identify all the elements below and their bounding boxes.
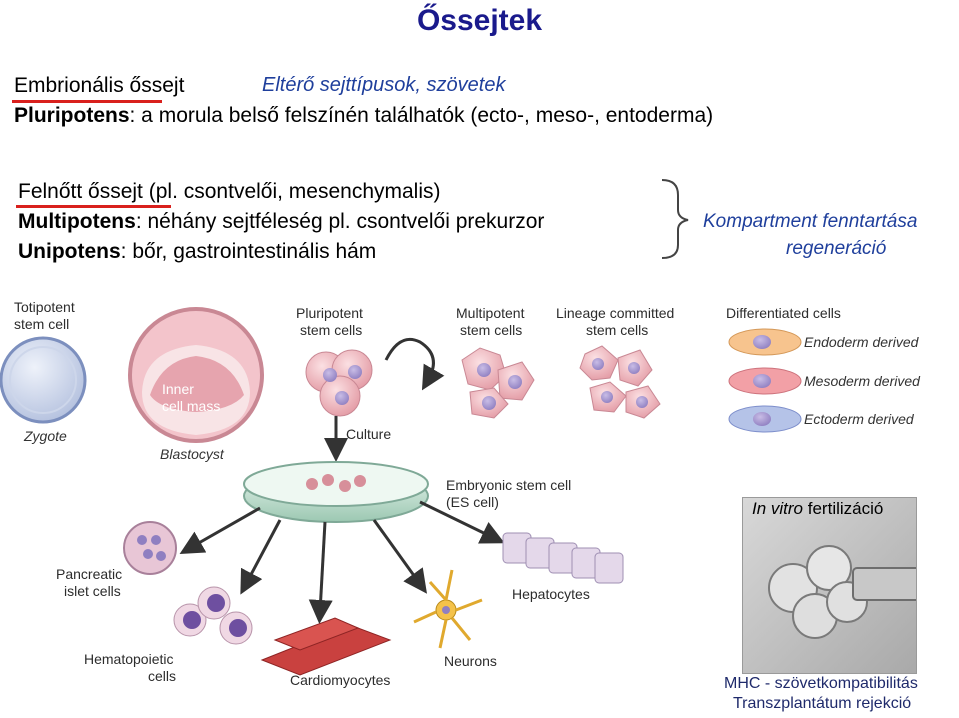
totipotent-label-2: stem cell <box>14 316 70 332</box>
brace-note-compartment: Kompartment fenntartása <box>703 211 918 232</box>
right-brace <box>661 179 689 259</box>
pluripotent-line: Pluripotens: a morula belső felszínén ta… <box>14 104 713 128</box>
lineage-nucleus-3 <box>601 391 613 403</box>
petri-dish-rim <box>243 461 429 507</box>
ectoderm-nucleus <box>753 412 771 426</box>
lineage-nucleus-1 <box>592 358 604 370</box>
multipotent-term: Multipotens <box>18 210 136 233</box>
inner-cell-mass-label-1: Inner <box>162 381 194 397</box>
ivf-title-italic: In vitro <box>752 499 804 518</box>
differentiated-label: Differentiated cells <box>726 305 841 321</box>
hepatocyte-5 <box>594 552 624 584</box>
blood-nucleus-3 <box>229 619 247 637</box>
pancreatic-label-2: islet cells <box>64 583 121 599</box>
islet-cell-3 <box>143 549 153 559</box>
arrow-to-hematopoietic <box>240 519 282 595</box>
zygote-inner-ring <box>9 346 77 414</box>
red-underline-embryonic <box>12 100 162 103</box>
adult-stem-cell-label: Felnőtt őssejt <box>18 180 143 203</box>
lineage-nucleus-2 <box>628 362 640 374</box>
embryo-cell-2 <box>806 545 852 591</box>
hematopoietic-label-2: cells <box>148 668 177 684</box>
adult-examples: (pl. csontvelői, mesenchymalis) <box>142 180 441 203</box>
totipotent-label-1: Totipotent <box>14 299 75 315</box>
multipotent-label-1: Multipotent <box>456 305 525 321</box>
zygote-cell <box>0 336 87 424</box>
multipotent-text: : néhány sejtféleség pl. csontvelői prek… <box>135 210 545 233</box>
neuron-dendrites <box>413 569 483 649</box>
mesoderm-nucleus <box>753 374 771 388</box>
multipotent-nucleus-1 <box>477 363 491 377</box>
pancreatic-islet <box>123 521 177 575</box>
embryonic-note: Eltérő sejttípusok, szövetek <box>262 74 506 96</box>
pluripotent-nucleus-2 <box>348 365 362 379</box>
page-title: Őssejtek <box>416 4 543 37</box>
unipotent-term: Unipotens <box>18 240 121 263</box>
pluripotent-label-1: Pluripotent <box>296 305 363 321</box>
pluripotent-nucleus-3 <box>335 391 349 405</box>
endoderm-label: Endoderm derived <box>804 334 919 350</box>
ivf-photo <box>742 497 917 674</box>
inner-cell-mass-label-2: cell mass <box>162 398 221 414</box>
ivf-title: In vitro fertilizáció <box>752 499 883 519</box>
red-underline-adult <box>16 205 171 208</box>
brace-note-regeneration: regeneráció <box>786 238 887 259</box>
adult-line: Felnőtt őssejt (pl. csontvelői, mesenchy… <box>18 180 441 204</box>
pancreatic-label-1: Pancreatic <box>56 566 123 582</box>
endoderm-nucleus <box>753 335 771 349</box>
cardiomyocytes-label: Cardiomyocytes <box>290 672 391 688</box>
blood-nucleus-1 <box>183 611 201 629</box>
pluripotent-nucleus-1 <box>323 368 337 382</box>
unipotent-line: Unipotens: bőr, gastrointestinális hám <box>18 240 376 264</box>
inner-cell-mass <box>150 356 244 412</box>
arrow-to-neurons <box>372 519 428 594</box>
hepatocytes-label: Hepatocytes <box>512 586 590 602</box>
ivf-photo-drawing <box>743 498 916 673</box>
arrow-to-cardiomyocytes <box>308 521 333 624</box>
unipotent-text: : bőr, gastrointestinális hám <box>120 240 377 263</box>
multipotent-label-2: stem cells <box>460 322 523 338</box>
dish-cell-3 <box>339 480 351 492</box>
es-cell-label-1: Embryonic stem cell <box>446 477 572 493</box>
cardiomyocyte-fiber-2 <box>273 617 360 651</box>
blastocyst-label: Blastocyst <box>160 446 224 462</box>
arrow-to-hepatocytes <box>419 500 505 544</box>
lineage-label-1: Lineage committed <box>556 305 675 321</box>
multipotent-nucleus-2 <box>508 375 522 389</box>
ectoderm-label: Ectoderm derived <box>804 411 914 427</box>
multipotent-line: Multipotens: néhány sejtféleség pl. cson… <box>18 210 544 234</box>
neurons-label: Neurons <box>444 653 497 669</box>
mhc-caption: MHC - szövetkompatibilitás <box>724 675 918 692</box>
islet-cell-2 <box>151 535 161 545</box>
ivf-title-rest: fertilizáció <box>803 499 884 518</box>
lineage-label-2: stem cells <box>586 322 649 338</box>
culture-label: Culture <box>346 426 392 442</box>
islet-cell-4 <box>156 551 166 561</box>
rejection-caption: Transzplantátum rejekció <box>733 695 912 712</box>
es-cell-label-2: (ES cell) <box>446 494 499 510</box>
neuron-nucleus <box>442 606 450 614</box>
embryonic-stem-cell-label: Embrionális őssejt <box>14 74 185 97</box>
mesoderm-label: Mesoderm derived <box>804 373 920 389</box>
pluripotent-label-2: stem cells <box>300 322 363 338</box>
multipotent-nucleus-3 <box>482 396 496 410</box>
pluripotent-text: : a morula belső felszínén találhatók (e… <box>129 104 714 127</box>
hematopoietic-label-1: Hematopoietic <box>84 651 174 667</box>
lineage-nucleus-4 <box>636 396 648 408</box>
pluripotent-term: Pluripotens <box>14 104 130 127</box>
dish-cell-2 <box>322 474 334 486</box>
micropipette <box>852 567 916 601</box>
arrow-to-pancreatic <box>179 506 261 554</box>
zygote-label: Zygote <box>24 428 67 444</box>
self-renewal-arrow <box>384 337 445 391</box>
dish-cell-4 <box>354 475 366 487</box>
dish-cell-1 <box>306 478 318 490</box>
islet-cell-1 <box>137 535 147 545</box>
blood-nucleus-2 <box>207 594 225 612</box>
